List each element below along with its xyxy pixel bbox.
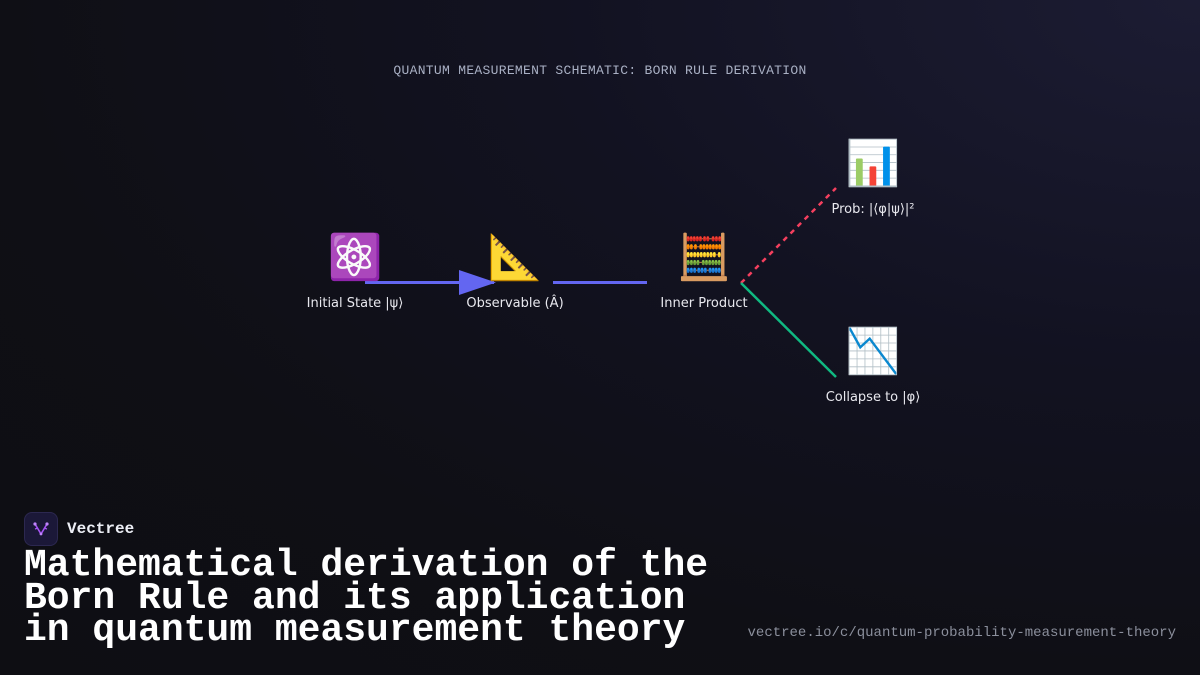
node-label: Observable (Â)	[466, 296, 564, 311]
triangular-ruler-icon: 📐	[487, 232, 543, 283]
arrow-head	[459, 270, 496, 295]
vectree-logo-icon	[24, 512, 58, 546]
node-observable: 📐 Observable (Â)	[435, 232, 595, 311]
abacus-icon: 🧮	[676, 232, 732, 283]
node-label: Prob: |⟨φ|ψ⟩|²	[831, 202, 915, 217]
brand: Vectree	[24, 512, 134, 546]
page-url: vectree.io/c/quantum-probability-measure…	[747, 625, 1176, 641]
chart-decreasing-icon: 📉	[845, 326, 901, 377]
page-title: Mathematical derivation of the Born Rule…	[24, 544, 709, 652]
edge-inner-product-to-collapse	[740, 282, 837, 378]
edge-inner-product-to-probability	[740, 187, 837, 284]
node-initial-state: ⚛️ Initial State |ψ⟩	[275, 232, 435, 311]
brand-name: Vectree	[67, 520, 135, 538]
node-inner-product: 🧮 Inner Product	[624, 232, 784, 311]
node-label: Inner Product	[660, 296, 748, 311]
node-probability: 📊 Prob: |⟨φ|ψ⟩|²	[793, 138, 953, 217]
node-label: Initial State |ψ⟩	[306, 296, 404, 311]
diagram-title: QUANTUM MEASUREMENT SCHEMATIC: BORN RULE…	[393, 63, 807, 78]
atom-icon: ⚛️	[327, 232, 383, 283]
node-collapse: 📉 Collapse to |φ⟩	[793, 326, 953, 405]
bar-chart-icon: 📊	[845, 138, 901, 189]
node-label: Collapse to |φ⟩	[825, 390, 921, 405]
